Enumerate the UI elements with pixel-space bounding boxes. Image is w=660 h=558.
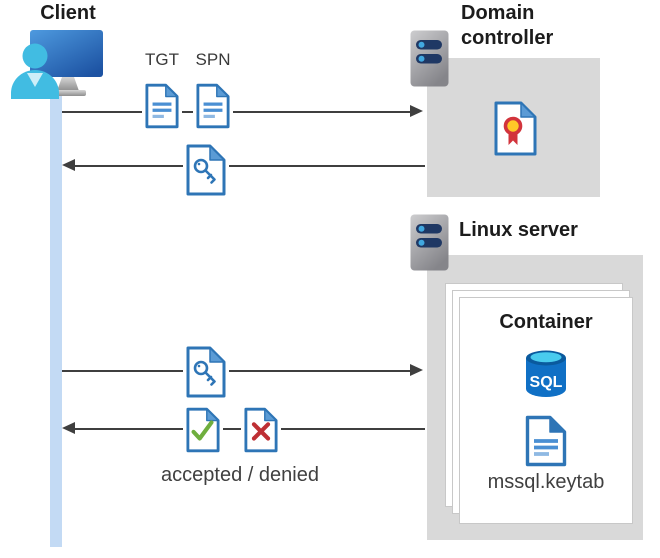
accepted-denied-label: accepted / denied [161,464,319,486]
denied-document-icon [241,404,281,456]
domain-controller-server-icon [410,30,449,87]
arrow-client-to-dc [62,111,410,113]
arrow-client-to-container [62,370,410,372]
certificate-icon [494,101,537,156]
sql-database-icon: SQL [526,350,566,397]
linux-server-title: Linux server [459,219,578,241]
arrow-client-to-dc-head [410,105,423,117]
keytab-label: mssql.keytab [487,471,605,493]
linux-server-icon [410,214,449,271]
container-card: Container SQL mssql.keytab [459,297,633,524]
spn-document-icon [193,80,233,132]
tgt-label: TGT [145,50,179,69]
arrow-client-to-container-head [410,364,423,376]
client-user-monitor-icon [11,30,103,99]
client-lifeline [50,94,62,547]
key-ticket-icon-2 [183,343,229,401]
tgt-document-icon [142,80,182,132]
sql-label: SQL [530,374,563,391]
domain-controller-title: Domain controller [461,2,554,49]
arrow-dc-to-client [75,165,425,167]
spn-label: SPN [195,50,231,69]
arrow-container-to-client-head [62,422,75,434]
container-title: Container [499,311,593,333]
accepted-document-icon [183,404,223,456]
arrow-dc-to-client-head [62,159,75,171]
keytab-file-icon [525,415,567,467]
client-title: Client [40,2,96,24]
key-ticket-icon [183,141,229,199]
